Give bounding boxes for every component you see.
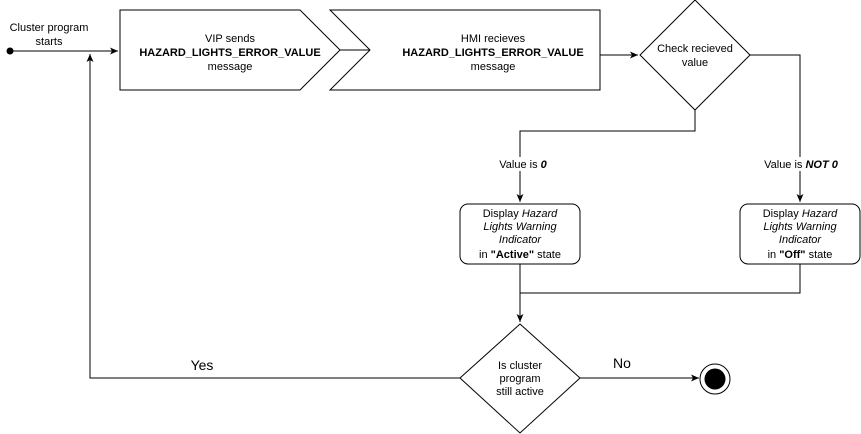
active-line4: in "Active" state: [479, 249, 561, 261]
still-active-decision: Is cluster program still active: [459, 323, 581, 434]
start-node: Cluster program starts: [6, 22, 118, 55]
yes-label: Yes: [191, 357, 214, 373]
branch-zero-value: 0: [541, 159, 548, 171]
off-line1-italic: Hazard: [802, 208, 838, 220]
branch-not-zero-label: Value is NOT 0: [764, 159, 839, 171]
hmi-line3: message: [471, 61, 516, 73]
end-inner-dot: [704, 368, 726, 390]
active-line1: Display Hazard: [483, 208, 558, 220]
active-line4-bold: "Active": [491, 249, 534, 261]
start-label-line2: starts: [36, 36, 63, 48]
still-active-line1: Is cluster: [498, 360, 542, 372]
off-line4: in "Off" state: [768, 249, 833, 261]
display-active-node: Display Hazard Lights Warning Indicator …: [459, 203, 581, 265]
vip-line3: message: [208, 61, 253, 73]
check-value-decision: Check recieved value: [639, 0, 751, 111]
check-value-diamond: [639, 0, 751, 111]
active-line4-suffix: state: [534, 249, 561, 261]
vip-sends-shape: [119, 9, 341, 91]
active-line4-prefix: in: [479, 249, 491, 261]
active-line3: Indicator: [499, 234, 543, 246]
off-line2: Lights Warning: [763, 221, 837, 233]
off-line4-suffix: state: [806, 249, 833, 261]
hmi-receives-shape: [328, 9, 601, 91]
vip-line1: VIP sends: [205, 33, 255, 45]
branch-zero-label-bg: [492, 157, 552, 171]
check-line2: value: [682, 57, 708, 69]
off-line1-prefix: Display: [763, 208, 802, 220]
hmi-line2: HAZARD_LIGHTS_ERROR_VALUE: [402, 47, 583, 59]
off-line1: Display Hazard: [763, 208, 838, 220]
off-line4-bold: "Off": [779, 249, 805, 261]
active-line1-italic: Hazard: [522, 208, 558, 220]
still-active-line2: program: [500, 373, 541, 385]
branch-not-zero-label-bg: [758, 157, 844, 171]
vip-sends-node: VIP sends HAZARD_LIGHTS_ERROR_VALUE mess…: [119, 9, 341, 91]
no-label: No: [613, 355, 631, 371]
edge-check-to-off: [750, 54, 804, 202]
edge-check-to-active: [516, 110, 696, 202]
end-node: [699, 363, 731, 395]
branch-zero-prefix: Value is: [499, 159, 540, 171]
edge-yes-loop: [86, 54, 460, 379]
branch-zero-label: Value is 0: [499, 159, 547, 171]
still-active-diamond: [459, 323, 581, 434]
hmi-line1: HMI recieves: [461, 33, 526, 45]
check-line1: Check recieved: [657, 43, 733, 55]
active-line1-prefix: Display: [483, 208, 522, 220]
edge-off-to-decision: [520, 264, 801, 294]
active-line2: Lights Warning: [483, 221, 557, 233]
off-line3: Indicator: [779, 234, 823, 246]
vip-line2: HAZARD_LIGHTS_ERROR_VALUE: [139, 47, 320, 59]
branch-not-zero-value: NOT 0: [805, 159, 838, 171]
still-active-line3: still active: [496, 386, 544, 398]
branch-not-zero-prefix: Value is: [764, 159, 805, 171]
off-line4-prefix: in: [768, 249, 780, 261]
hmi-receives-node: HMI recieves HAZARD_LIGHTS_ERROR_VALUE m…: [328, 9, 601, 91]
display-off-node: Display Hazard Lights Warning Indicator …: [739, 203, 861, 265]
start-label-line1: Cluster program: [10, 22, 89, 34]
